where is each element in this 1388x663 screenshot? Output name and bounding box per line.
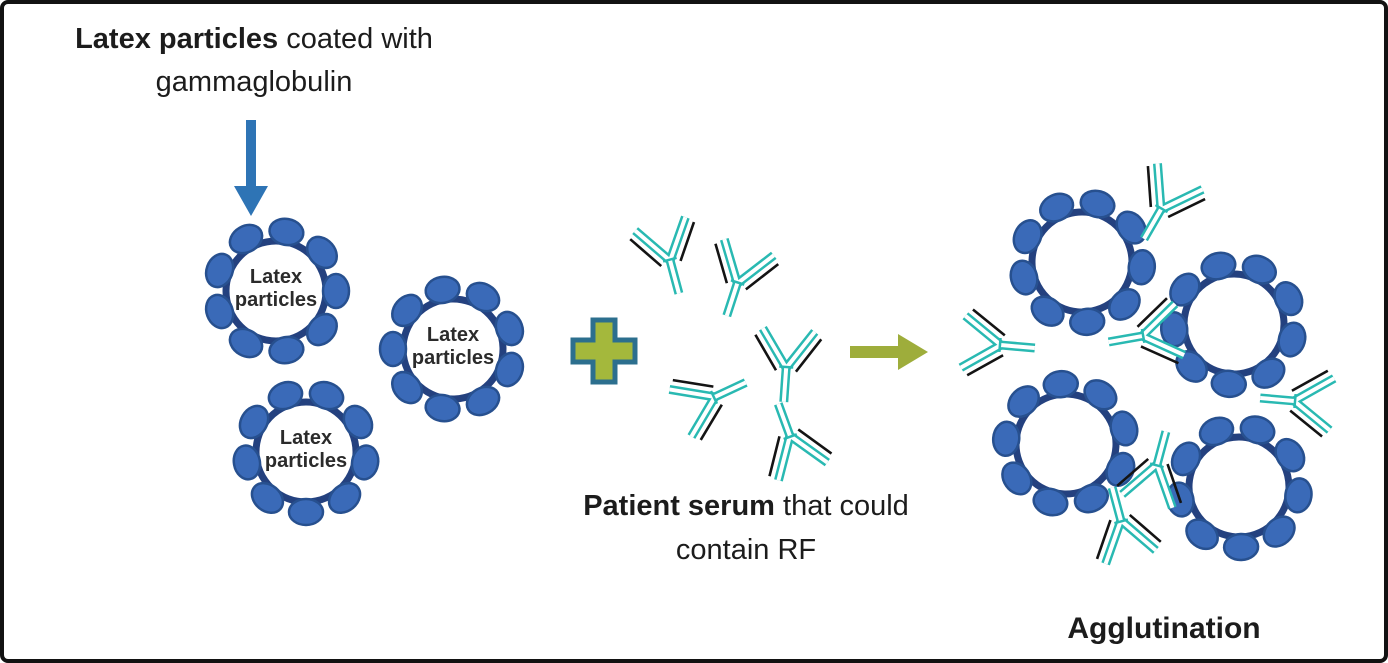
latex-particle-label-3: Latex particles	[264, 427, 348, 472]
title-bold-text: Latex particles	[75, 23, 279, 55]
antibody-icon	[695, 237, 780, 326]
serum-line2-text: contain RF	[675, 534, 817, 566]
title: Latex particles coated with gammaglobuli…	[14, 18, 494, 104]
antibody-icon	[751, 328, 822, 404]
title-line2-text: gammaglobulin	[155, 66, 353, 98]
antibody-icon	[747, 392, 834, 482]
down-arrow-icon	[234, 120, 268, 216]
title-rest-text: coated with	[278, 23, 433, 55]
serum-rest-text: that could	[774, 490, 909, 522]
latex-particle-cluster-1	[1001, 181, 1161, 343]
antibody-icon	[628, 215, 710, 302]
antibody-icon	[666, 353, 759, 443]
latex-particle-cluster-4	[1155, 403, 1322, 572]
latex-particle-cluster-3	[967, 345, 1164, 543]
right-arrow-icon	[850, 334, 928, 370]
antibody-icon	[960, 309, 1037, 381]
agglutination-label: Agglutination	[1067, 612, 1261, 645]
plus-icon	[570, 317, 638, 385]
serum-bold-text: Patient serum	[583, 490, 775, 522]
serum-caption: Patient serum that could contain RF	[516, 484, 976, 572]
latex-particle-label-1: Latex particles	[234, 266, 318, 311]
diagram-svg	[4, 120, 1384, 659]
latex-particle-label-2: Latex particles	[411, 324, 495, 369]
